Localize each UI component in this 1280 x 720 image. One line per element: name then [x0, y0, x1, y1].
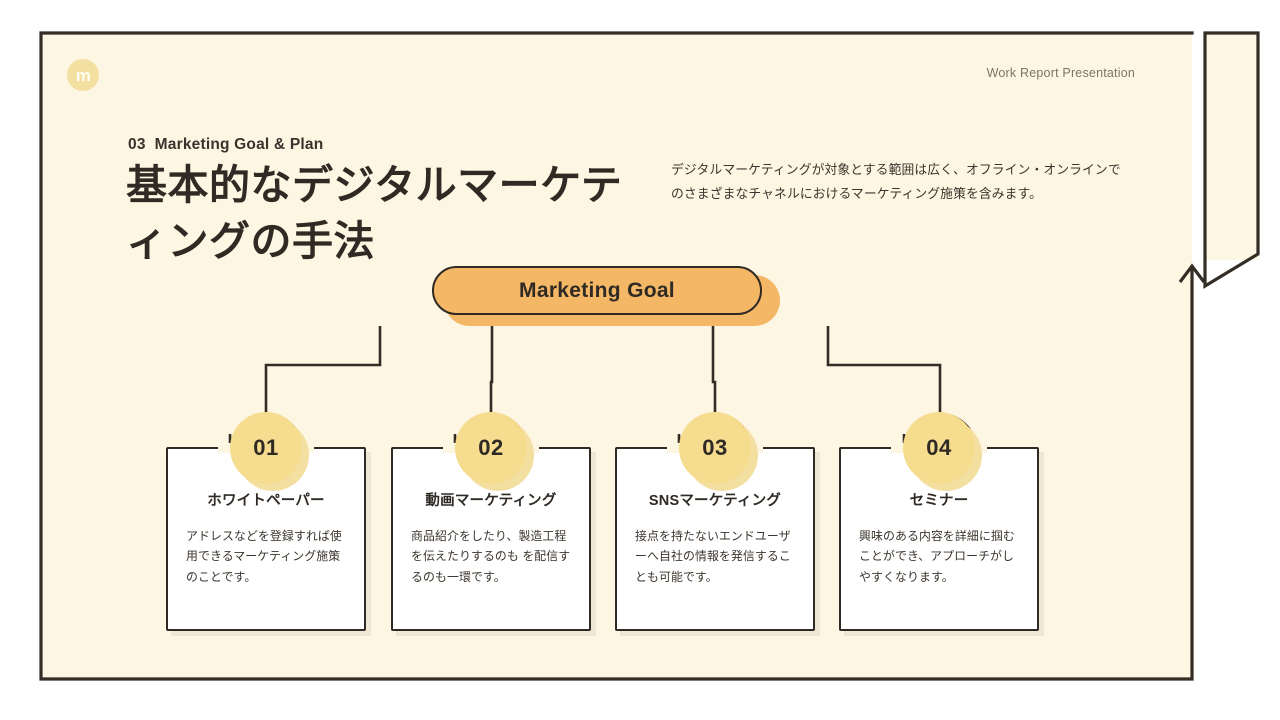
- marketing-goal-node: Marketing Goal: [432, 266, 780, 326]
- feature-card-title: SNSマーケティング: [648, 493, 782, 509]
- ribbon-decoration-background: [1205, 32, 1258, 260]
- feature-card-text: 商品紹介をしたり、製造工程を伝えたりするのも を配信するのも一環です。: [411, 529, 571, 584]
- feature-card-badge: 01: [230, 412, 309, 491]
- feature-card-number: 03: [702, 435, 728, 460]
- section-label: Marketing Goal & Plan: [154, 136, 324, 153]
- marketing-goal-node-body: Marketing Goal: [432, 266, 762, 315]
- feature-card[interactable]: 01 ホワイトペーパー アドレスなどを登録すれば使用できるマーケティング施策のこ…: [166, 412, 371, 636]
- feature-card-number: 01: [253, 435, 279, 460]
- feature-card-badge: 04: [903, 412, 982, 491]
- feature-card-badge-circle: 01: [230, 412, 302, 484]
- brand-logo-icon: m: [67, 59, 99, 91]
- lead-paragraph: デジタルマーケティングが対象とする範囲は広く、オフライン・オンラインでのさまざま…: [671, 162, 1121, 201]
- presentation-label: Work Report Presentation: [986, 66, 1135, 80]
- page-title: 基本的なデジタルマーケティングの手法: [126, 162, 623, 264]
- feature-card-badge-circle: 03: [679, 412, 751, 484]
- feature-card[interactable]: 03 SNSマーケティング 接点を持たないエンドユーザーへ自社の情報を発信するこ…: [615, 412, 820, 636]
- feature-card-text: 興味のある内容を詳細に掴むことができ、アプローチがしやすくなります。: [859, 529, 1015, 584]
- feature-card-text: アドレスなどを登録すれば使用できるマーケティング施策のことです。: [186, 529, 342, 584]
- brand-logo-letter: m: [75, 65, 91, 85]
- feature-card-badge-circle: 04: [903, 412, 975, 484]
- feature-card-badge: 02: [455, 412, 534, 491]
- section-eyebrow: 03 Marketing Goal & Plan: [128, 136, 323, 154]
- feature-card-badge: 03: [679, 412, 758, 491]
- feature-card-number: 04: [926, 435, 952, 460]
- feature-card-title: セミナー: [909, 493, 969, 509]
- feature-card-title: 動画マーケティング: [425, 493, 557, 509]
- feature-card[interactable]: 04 セミナー 興味のある内容を詳細に掴むことができ、アプローチがしやすくなりま…: [839, 412, 1044, 636]
- feature-card[interactable]: 02 動画マーケティング 商品紹介をしたり、製造工程を伝えたりするのも を配信す…: [391, 412, 596, 636]
- feature-card-text: 接点を持たないエンドユーザーへ自社の情報を発信することも可能です。: [635, 529, 791, 584]
- marketing-goal-label: Marketing Goal: [519, 278, 675, 302]
- feature-card-title: ホワイトペーパー: [207, 493, 325, 509]
- section-number: 03: [128, 136, 146, 153]
- feature-card-number: 02: [478, 435, 504, 460]
- feature-card-badge-circle: 02: [455, 412, 527, 484]
